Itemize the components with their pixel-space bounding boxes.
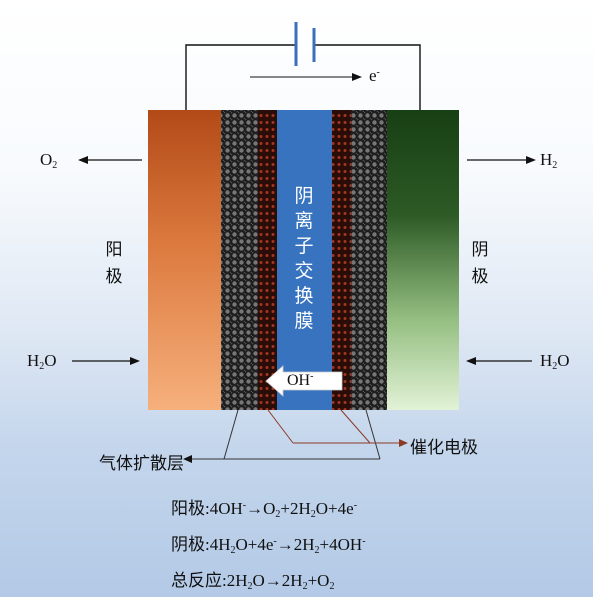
circuit-wire — [185, 44, 296, 110]
catalyst-leader-right — [340, 409, 371, 444]
circuit-wire-right — [314, 44, 421, 110]
anion-exchange-membrane — [277, 110, 332, 410]
h2-arrowhead — [526, 156, 536, 164]
catalyst-leader-left — [267, 409, 294, 444]
left-catalytic-electrode — [258, 110, 277, 410]
cathode-block — [387, 110, 459, 410]
left-water-label: H2O — [27, 351, 57, 372]
oxygen-label: O2 — [40, 150, 58, 171]
catalyst-arrowhead — [399, 439, 408, 447]
right-catalytic-electrode — [332, 110, 351, 410]
right-water-arrowhead — [466, 357, 476, 365]
anode-equation: 阳极:4OH-→O2+2H2O+4e- — [171, 499, 358, 520]
gdl-leader-left — [223, 409, 239, 460]
gdl-arrowhead — [183, 455, 192, 463]
electron-label: e- — [369, 66, 380, 85]
anode-label: 阳 极 — [105, 240, 123, 286]
left-water-arrowhead — [130, 357, 140, 365]
right-water-label: H2O — [540, 351, 570, 372]
left-gas-diffusion-layer — [221, 110, 258, 410]
membrane-label: 阴 离 子 交 换 膜 — [294, 186, 314, 332]
right-gas-diffusion-layer — [351, 110, 387, 410]
hydrogen-label: H2 — [540, 150, 558, 171]
gas-diffusion-layer-label: 气体扩散层 — [99, 454, 184, 473]
gdl-leader-right — [365, 409, 381, 460]
cathode-label: 阴 极 — [471, 240, 489, 286]
hydroxide-arrow — [265, 365, 343, 397]
o2-arrowhead — [78, 156, 88, 164]
catalytic-electrode-label: 催化电极 — [410, 438, 478, 457]
electron-arrowhead — [352, 73, 362, 81]
anode-block — [148, 110, 221, 410]
overall-equation: 总反应:2H2O→2H2+O2 — [171, 571, 335, 592]
hydroxide-label: OH- — [287, 371, 314, 389]
cathode-equation: 阴极:4H2O+4e-→2H2+4OH- — [171, 535, 366, 556]
